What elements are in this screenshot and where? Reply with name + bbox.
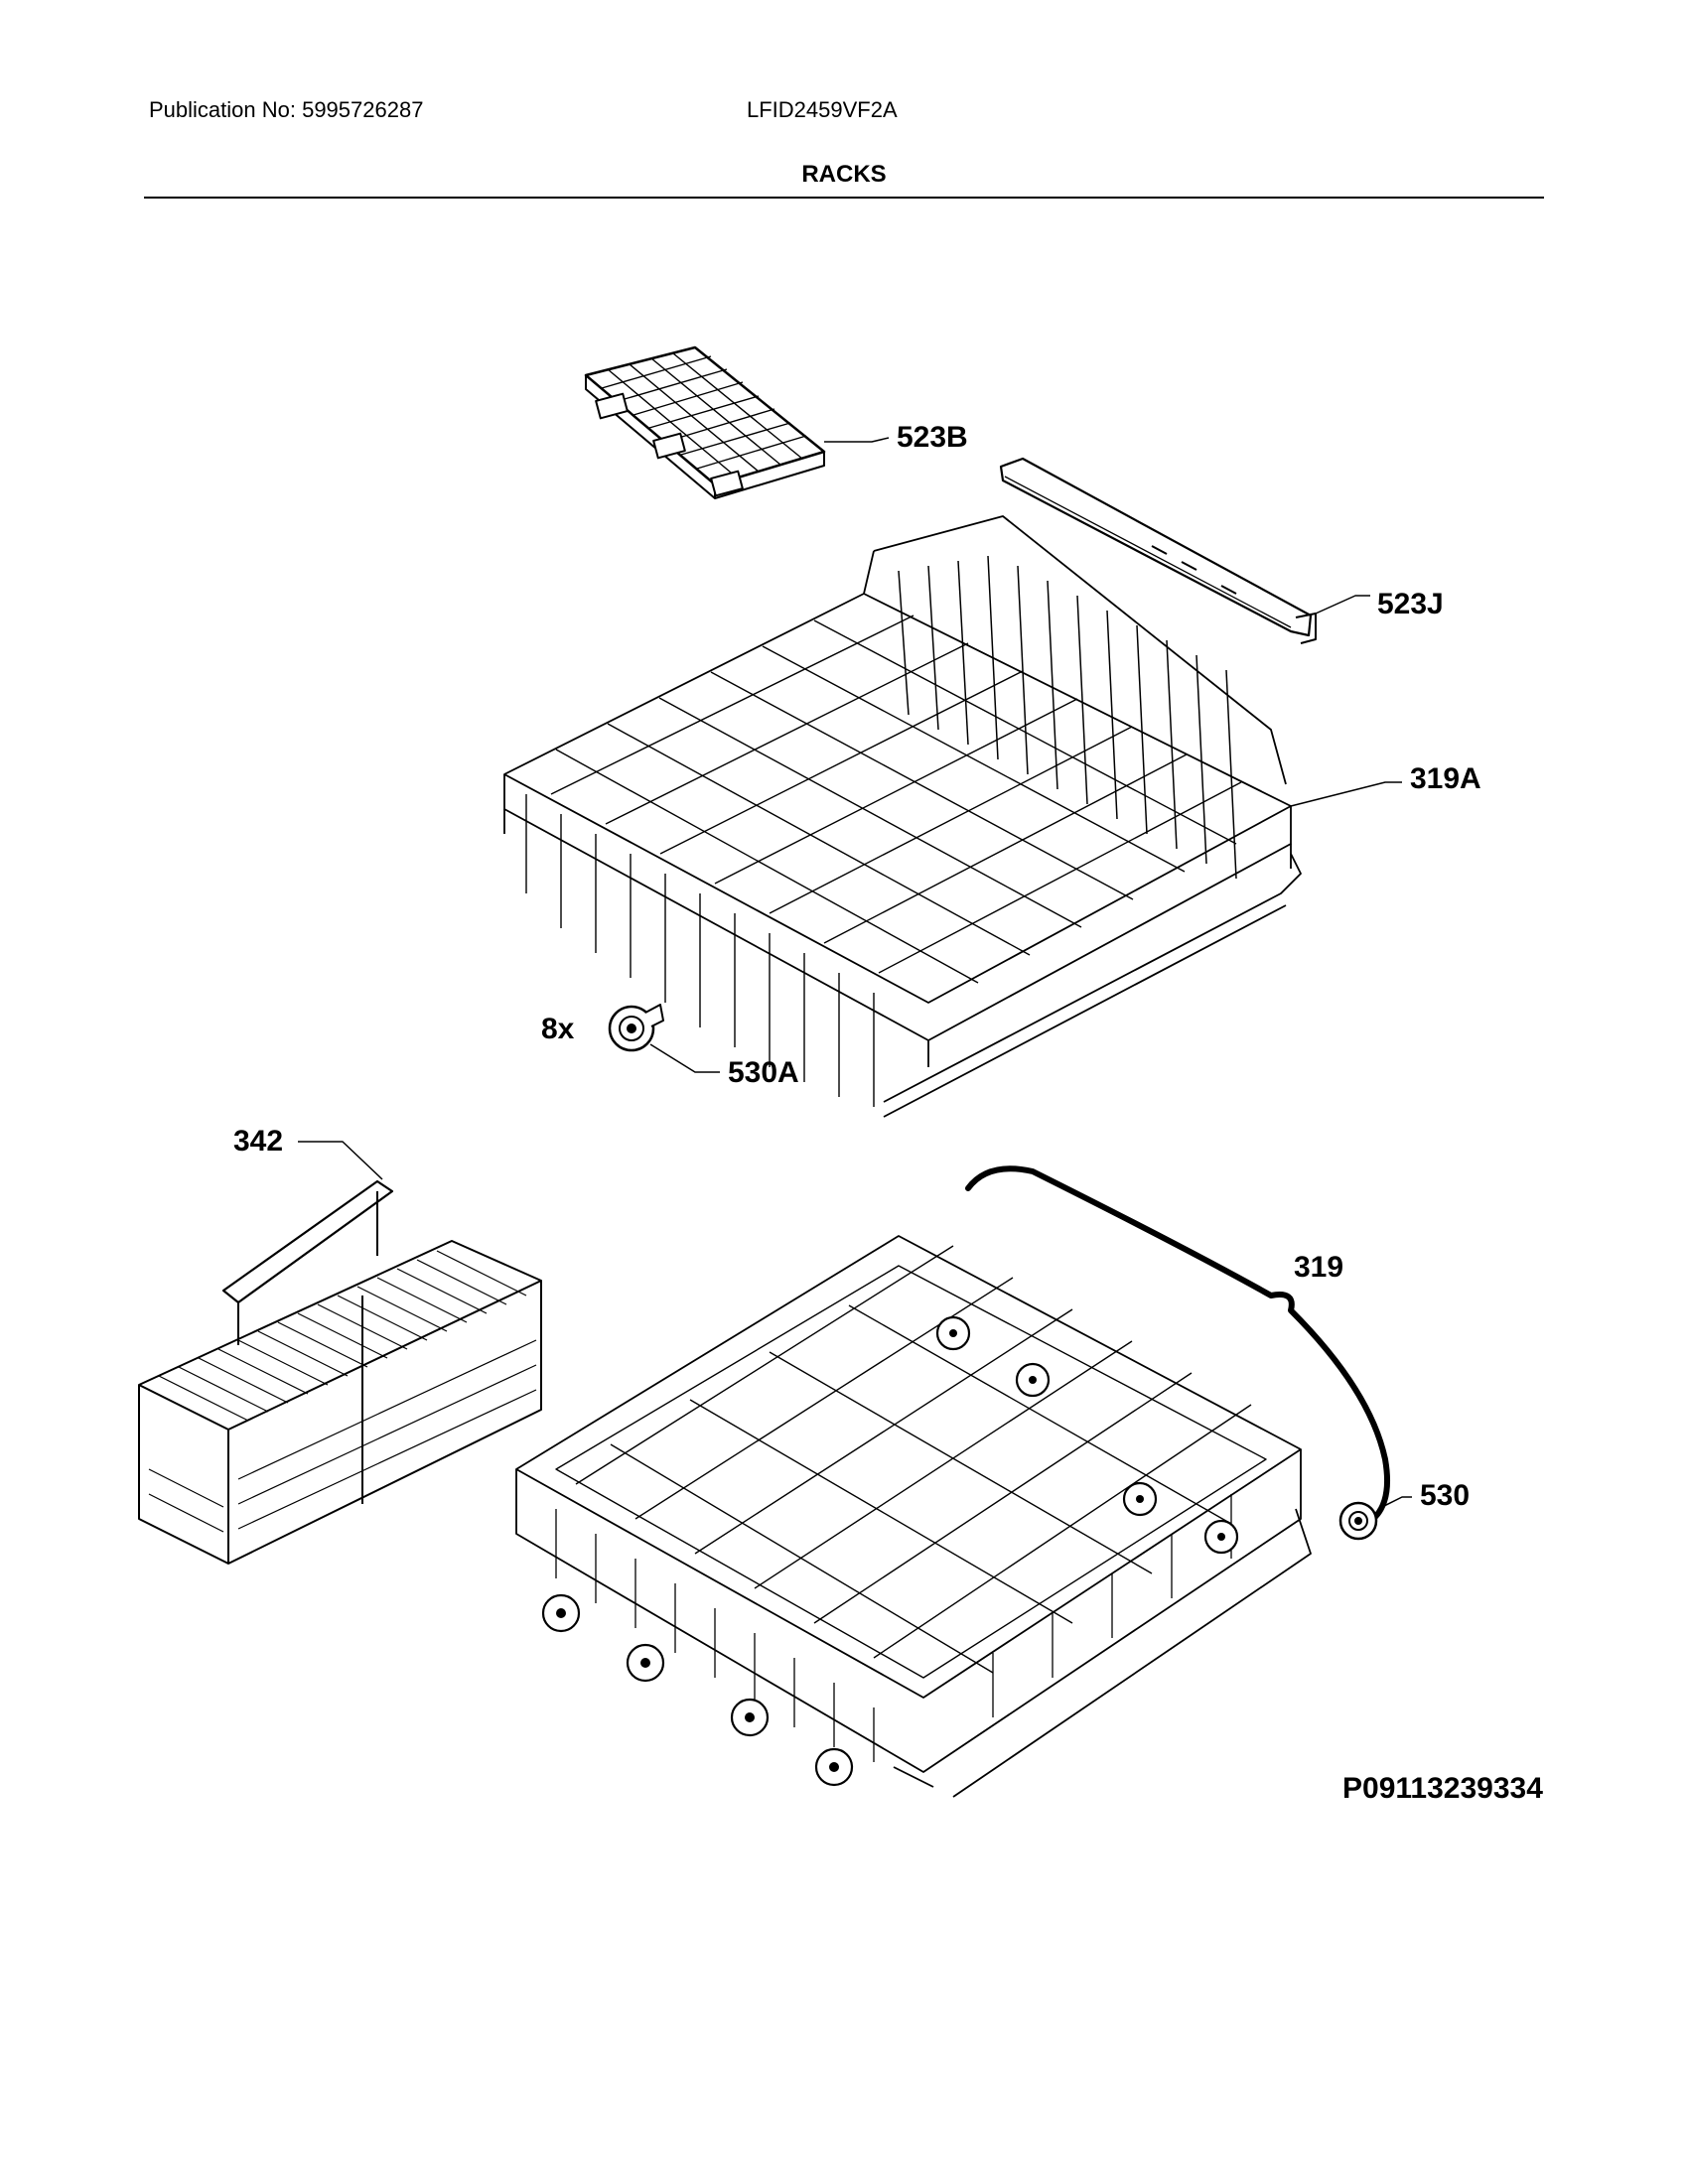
lower-rack-wheels[interactable] [541,1315,1239,1787]
part-523b-tine-insert[interactable] [584,345,826,499]
leader-523b [824,437,890,443]
part-530-wheel[interactable] [1338,1501,1378,1541]
part-342-silverware-basket[interactable] [138,1179,542,1565]
bracket-319 [965,1165,1390,1520]
leader-530a [649,1043,720,1073]
part-523j-rail-bracket[interactable] [999,457,1317,644]
part-319-lower-rack[interactable] [515,1235,1312,1798]
label-523j: 523J [1377,588,1444,620]
leader-319a [1290,781,1402,807]
label-530a: 530A [728,1056,799,1089]
leader-342 [298,1141,383,1180]
label-530: 530 [1420,1479,1471,1512]
label-530a-quantity: 8x [541,1013,575,1045]
label-523b: 523B [897,421,968,454]
figure-code: P09113239334 [1342,1772,1543,1805]
publication-number: Publication No: 5995726287 [149,97,424,122]
label-342: 342 [233,1125,284,1158]
model-number: LFID2459VF2A [747,97,898,122]
label-319: 319 [1294,1251,1344,1284]
label-319a: 319A [1410,762,1481,795]
header-divider [144,197,1544,199]
leader-530 [1377,1496,1412,1510]
leader-523j [1315,595,1370,614]
part-530a-wheel[interactable] [608,1004,664,1052]
section-title: RACKS [801,161,887,188]
part-319a-upper-rack[interactable] [503,515,1302,1118]
